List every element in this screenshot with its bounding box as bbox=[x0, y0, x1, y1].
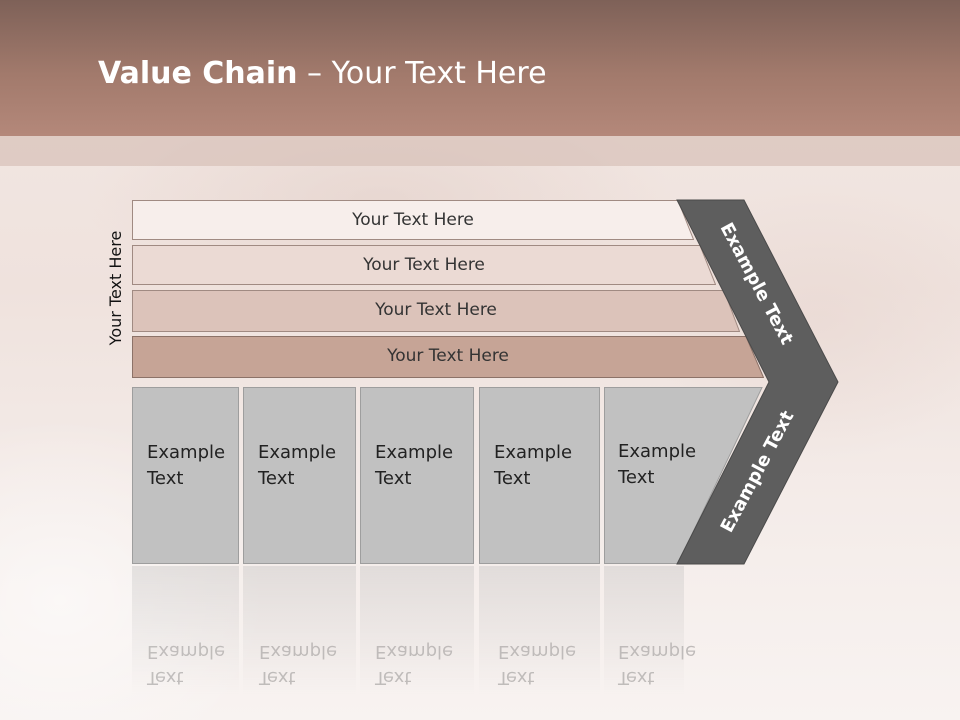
title-banner bbox=[0, 0, 960, 136]
bar-4: Your Text Here bbox=[132, 336, 764, 378]
box-1-line2: Text bbox=[147, 468, 184, 489]
box-4-line1: Example bbox=[494, 442, 573, 463]
reflection-box bbox=[132, 566, 239, 696]
title-rest: – Your Text Here bbox=[297, 56, 547, 91]
slide-title: Value Chain – Your Text Here bbox=[98, 52, 547, 96]
bar-1: Your Text Here bbox=[132, 200, 694, 240]
box-3-line2: Text bbox=[375, 468, 412, 489]
box-4-line2: Text bbox=[494, 468, 531, 489]
banner-strip bbox=[0, 136, 960, 166]
bar-1-label: Your Text Here bbox=[352, 210, 474, 230]
reflection-box bbox=[479, 566, 600, 696]
bar-2-label: Your Text Here bbox=[363, 255, 485, 275]
reflection-box bbox=[360, 566, 474, 696]
bar-2: Your Text Here bbox=[132, 245, 716, 285]
bar-3: Your Text Here bbox=[132, 290, 740, 332]
box-5-line2: Text bbox=[618, 467, 655, 488]
box-5-line1: Example bbox=[618, 441, 697, 462]
box-1-line1: Example bbox=[147, 442, 226, 463]
reflection-box bbox=[243, 566, 356, 696]
box-2-line2: Text bbox=[258, 468, 295, 489]
reflection-box bbox=[604, 566, 684, 696]
box-3-line1: Example bbox=[375, 442, 454, 463]
title-bold: Value Chain bbox=[98, 56, 298, 91]
box-2-line1: Example bbox=[258, 442, 337, 463]
bar-3-label: Your Text Here bbox=[375, 300, 497, 320]
bar-4-label: Your Text Here bbox=[387, 346, 509, 366]
